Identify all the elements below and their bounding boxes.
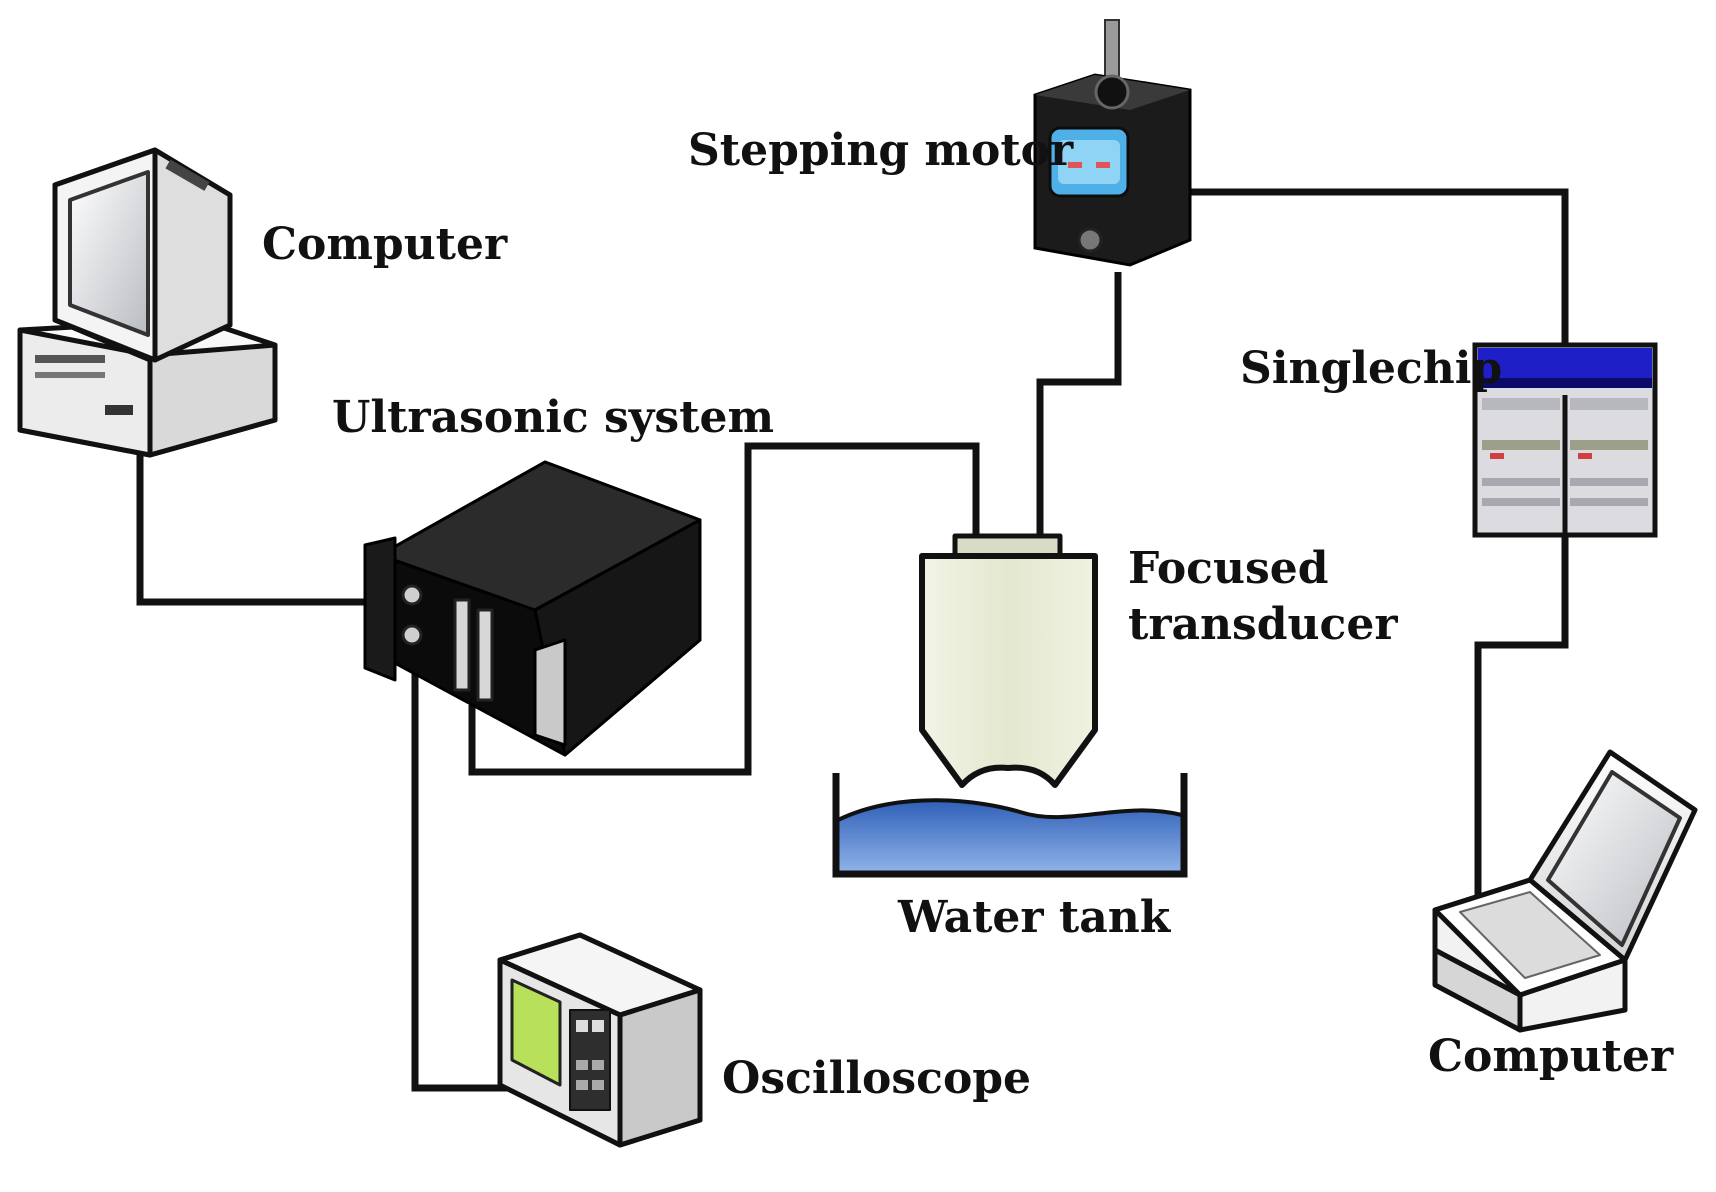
desktop-computer-icon [17,147,278,458]
label-computer-desktop: Computer [262,219,508,270]
wire-singlechip-to-laptop [1474,535,1569,895]
ultrasonic-unit-icon [363,460,702,757]
connection-wires [136,188,1569,1092]
wire-motor-to-transducer [1036,272,1122,536]
label-water-tank: Water tank [898,892,1171,943]
oscilloscope-icon [497,932,703,1148]
label-stepping-motor: Stepping motor [688,125,1074,176]
transducer-icon [919,533,1098,788]
laptop-icon [1432,749,1698,1033]
stepping-motor-icon [1033,19,1192,267]
label-ultrasonic-system: Ultrasonic system [332,392,775,443]
singlechip-board-icon [1472,342,1658,538]
label-focused-transducer-line2: transducer [1128,599,1398,650]
label-singlechip: Singlechip [1240,343,1503,394]
label-computer-laptop: Computer [1428,1031,1674,1082]
wire-ultrasonic-to-transducer [468,442,980,776]
label-oscilloscope: Oscilloscope [722,1053,1032,1104]
label-focused-transducer-line1: Focused [1128,543,1329,594]
water-tank-icon [832,773,1188,878]
wire-computer-to-ultrasonic [136,430,395,606]
wire-motor-to-singlechip [1180,188,1569,345]
